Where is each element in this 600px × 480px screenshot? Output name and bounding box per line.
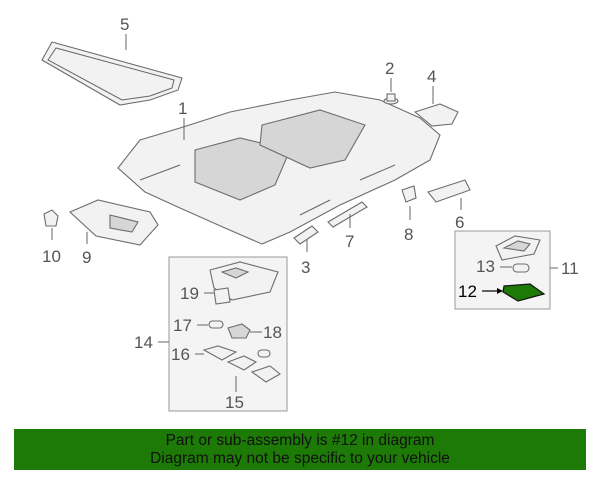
bulb-part-17[interactable]	[208, 320, 224, 329]
callout-10: 10	[42, 247, 61, 266]
housing-part-15[interactable]	[226, 355, 281, 383]
bracket-part-4[interactable]	[413, 103, 459, 127]
lens-part-16[interactable]	[202, 345, 238, 361]
sun-visor-part-9[interactable]	[69, 199, 159, 246]
callout-16: 16	[171, 345, 190, 364]
bulb-part-13[interactable]	[512, 263, 530, 273]
part-info-banner: Part or sub-assembly is #12 in diagram D…	[14, 429, 586, 470]
lamp-part-11[interactable]	[495, 235, 541, 261]
clip-part-2[interactable]	[383, 93, 399, 105]
callout-6: 6	[455, 213, 464, 232]
callout-18: 18	[263, 323, 282, 342]
callout-13: 13	[476, 257, 495, 276]
callout-19: 19	[180, 284, 199, 303]
callout-9: 9	[82, 248, 91, 267]
bulb-small-part[interactable]	[257, 349, 271, 358]
clip-part-3[interactable]	[293, 225, 319, 245]
callout-11: 11	[561, 259, 579, 278]
callout-7: 7	[345, 232, 354, 251]
banner-line-2: Diagram may not be specific to your vehi…	[150, 450, 450, 467]
sunroof-seal-part-5[interactable]	[41, 41, 183, 106]
callout-8: 8	[404, 225, 413, 244]
rail-part-7[interactable]	[327, 201, 368, 228]
lens-part-12-highlighted[interactable]	[502, 283, 546, 302]
cover-part-8[interactable]	[401, 185, 417, 203]
callout-17: 17	[173, 316, 192, 335]
banner-line-1: Part or sub-assembly is #12 in diagram	[165, 432, 435, 449]
socket-part-18[interactable]	[227, 323, 251, 339]
visor-clip-part-10[interactable]	[43, 209, 59, 227]
callout-5: 5	[120, 15, 129, 34]
switch-part-19[interactable]	[213, 287, 231, 305]
callout-14: 14	[134, 333, 153, 352]
grab-handle-part-6[interactable]	[427, 179, 471, 203]
callout-4: 4	[427, 67, 436, 86]
callout-1: 1	[178, 99, 187, 118]
callout-3: 3	[301, 258, 310, 277]
headliner-part-1[interactable]	[117, 91, 441, 245]
callout-2: 2	[385, 59, 394, 78]
callout-15: 15	[225, 393, 244, 412]
callout-12: 12	[458, 282, 477, 301]
